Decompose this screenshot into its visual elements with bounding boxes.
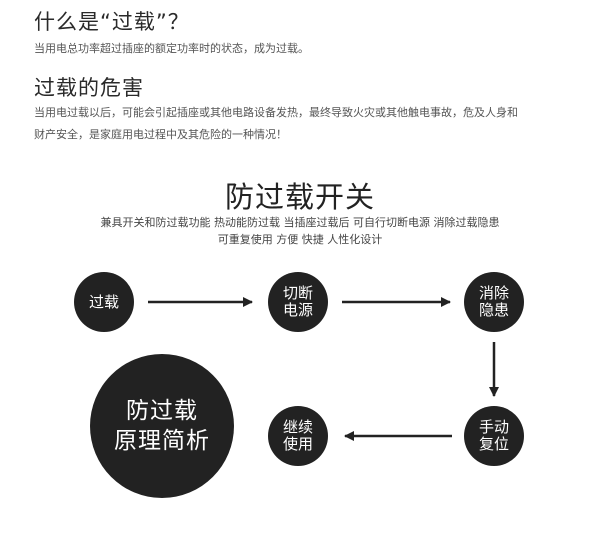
danger-heading: 过载的危害 — [34, 76, 144, 100]
node-cut-power-label-2: 电源 — [282, 301, 313, 319]
danger-description-line1: 当用电过载以后，可能会引起插座或其他电路设备发热，最终导致火灾或其他触电事故，危… — [34, 106, 518, 119]
principle-circle: 防过载 原理简析 — [90, 354, 234, 498]
node-manual-reset-label-2: 复位 — [478, 435, 509, 453]
node-overload: 过载 — [74, 272, 134, 332]
node-cut-power-label-1: 切断 — [282, 284, 313, 302]
node-overload-label: 过载 — [88, 292, 119, 311]
node-manual-reset: 手动 复位 — [464, 406, 524, 466]
principle-label-2: 原理简析 — [114, 428, 210, 454]
node-continue-use: 继续 使用 — [268, 406, 328, 466]
danger-description-line2: 财产安全，是家庭用电过程中及其危险的一种情况！ — [34, 128, 287, 141]
node-cut-power: 切断 电源 — [268, 272, 328, 332]
feature-subtitle-line1: 兼具开关和防过载功能 热动能防过载 当插座过载后 可自行切断电源 消除过载隐患 — [100, 216, 500, 229]
node-manual-reset-label-1: 手动 — [478, 418, 509, 436]
intro-description: 当用电总功率超过插座的额定功率时的状态，成为过载。 — [34, 42, 309, 55]
intro-heading: 什么是“过载”？ — [34, 10, 190, 34]
feature-subtitle-line2: 可重复使用 方便 快捷 人性化设计 — [217, 233, 383, 246]
node-continue-use-label-2: 使用 — [282, 435, 313, 453]
feature-title: 防过载开关 — [224, 180, 375, 214]
principle-label-1: 防过载 — [126, 398, 198, 424]
node-eliminate-hazard: 消除 隐患 — [464, 272, 524, 332]
node-eliminate-hazard-label-1: 消除 — [478, 284, 509, 302]
node-eliminate-hazard-label-2: 隐患 — [478, 301, 509, 319]
node-continue-use-label-1: 继续 — [282, 418, 313, 436]
